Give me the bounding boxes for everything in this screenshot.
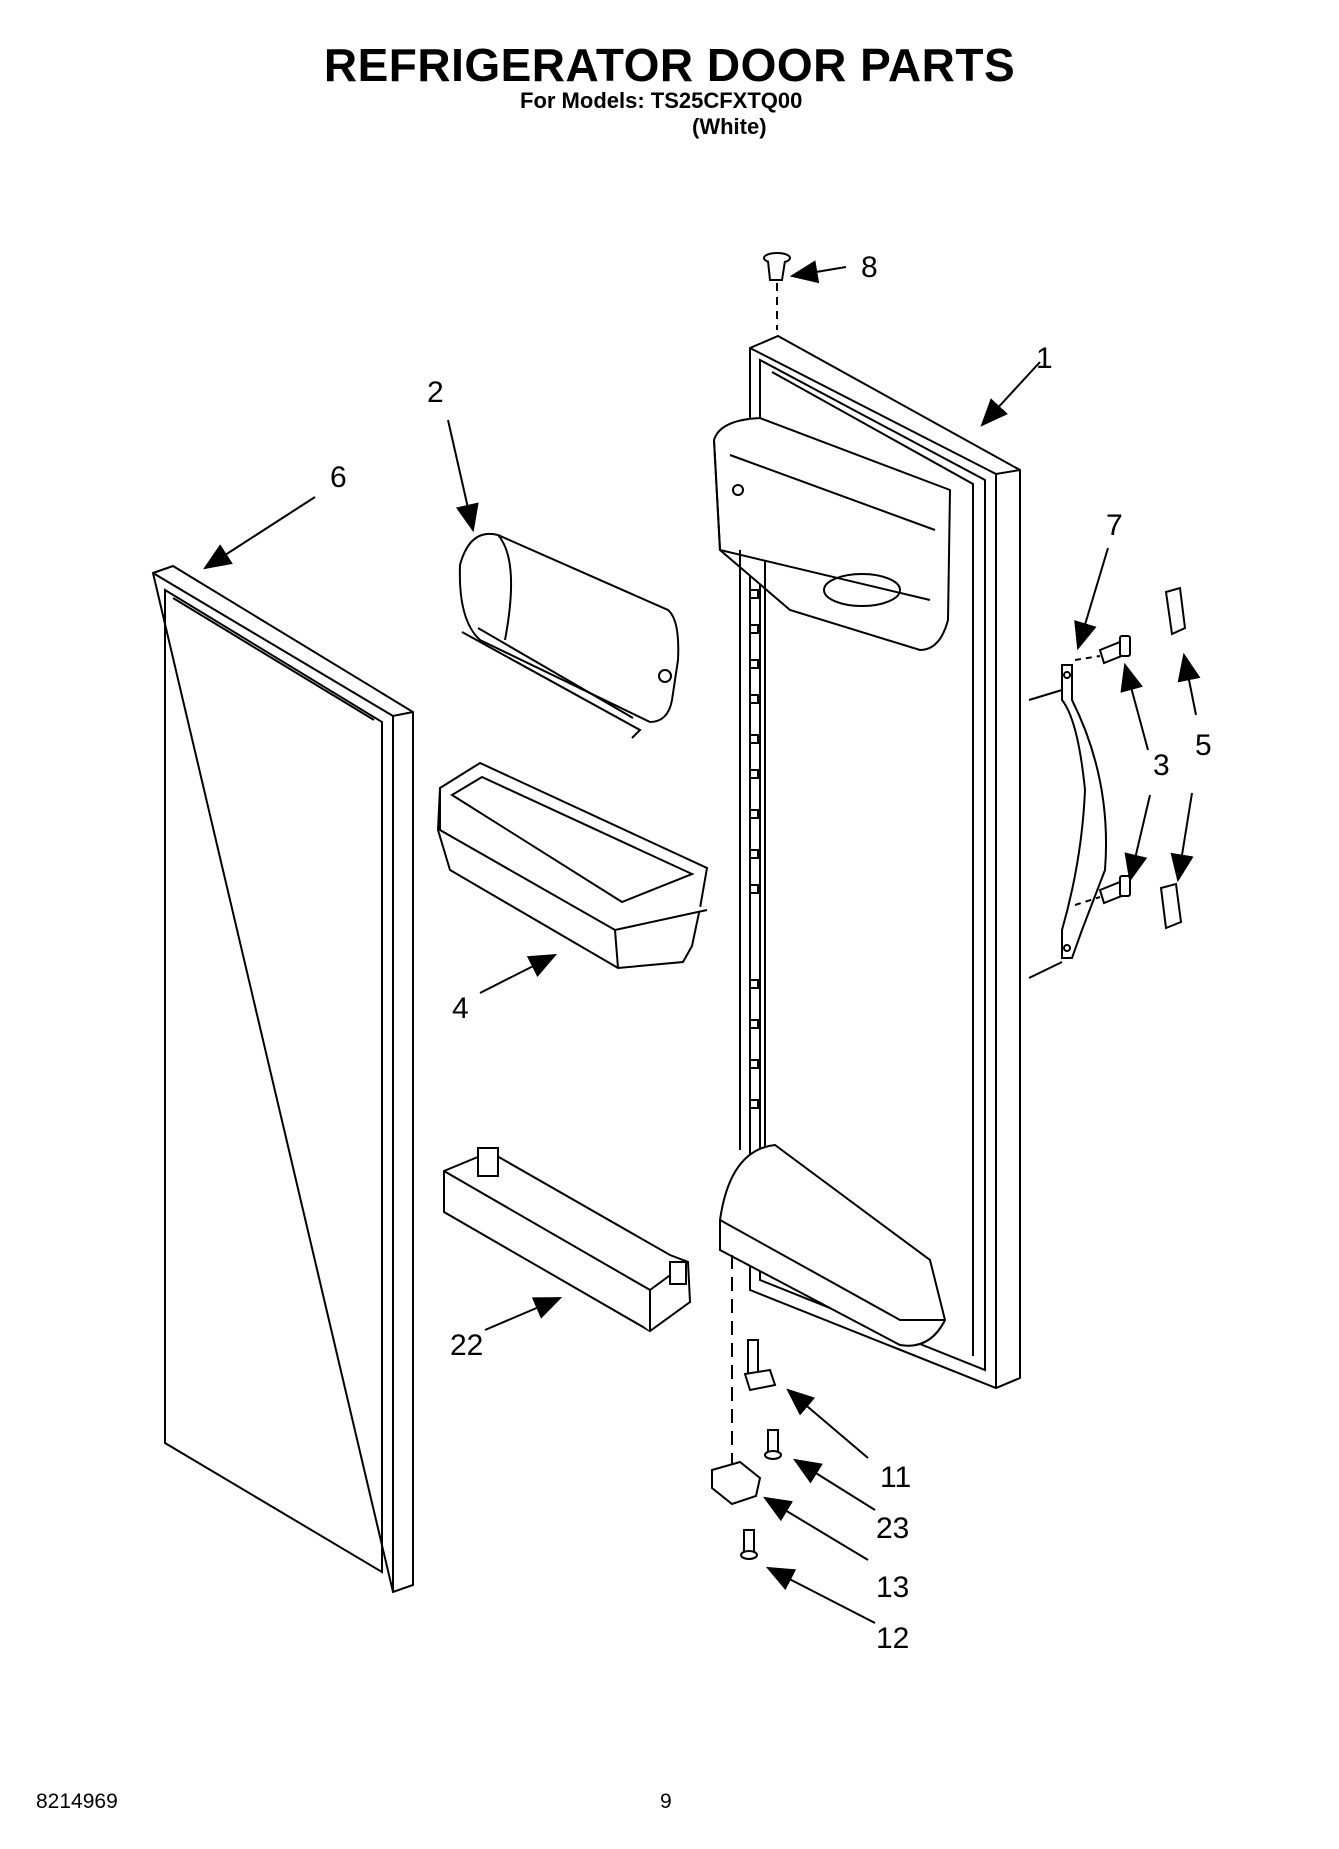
callout-22: 22: [450, 1329, 483, 1362]
door-gasket: [151, 564, 414, 1594]
callout-13: 13: [876, 1571, 909, 1604]
document-number: 8214969: [36, 1790, 118, 1813]
hinge-pin: [743, 1339, 777, 1392]
door-bin: [436, 761, 709, 970]
hinge-bracket-screw: [740, 1529, 758, 1560]
door-handle: [1061, 664, 1108, 959]
callout-5: 5: [1195, 729, 1212, 762]
callout-1: 1: [1036, 342, 1053, 375]
hinge-screw: [764, 1429, 782, 1460]
callout-11: 11: [880, 1461, 911, 1494]
callout-23: 23: [876, 1512, 909, 1545]
callout-12: 12: [876, 1622, 909, 1655]
callout-3: 3: [1153, 749, 1170, 782]
door-plug: [763, 252, 791, 281]
handle-end-cap-bottom: [1159, 882, 1183, 930]
door-liner-assembly: [712, 334, 1021, 1390]
page-title: REFRIGERATOR DOOR PARTS: [323, 39, 1016, 91]
callout-4: 4: [452, 992, 469, 1025]
color-line: (White): [692, 114, 767, 139]
callout-6: 6: [330, 461, 347, 494]
handle-screw-top: [1098, 635, 1131, 665]
door-shelf-rail: [443, 1147, 692, 1333]
callout-7: 7: [1106, 509, 1123, 542]
models-line: For Models: TS25CFXTQ00: [520, 88, 803, 113]
handle-screw-bottom: [1098, 875, 1131, 905]
shelf-studs: [749, 589, 759, 1109]
callout-2: 2: [427, 376, 444, 409]
dairy-compartment: [458, 532, 680, 739]
handle-end-cap-top: [1164, 586, 1187, 636]
hinge-bracket: [711, 1460, 762, 1506]
page-number: 9: [660, 1790, 672, 1813]
leader-arrows: [203, 260, 1201, 1624]
callout-8: 8: [861, 251, 878, 284]
